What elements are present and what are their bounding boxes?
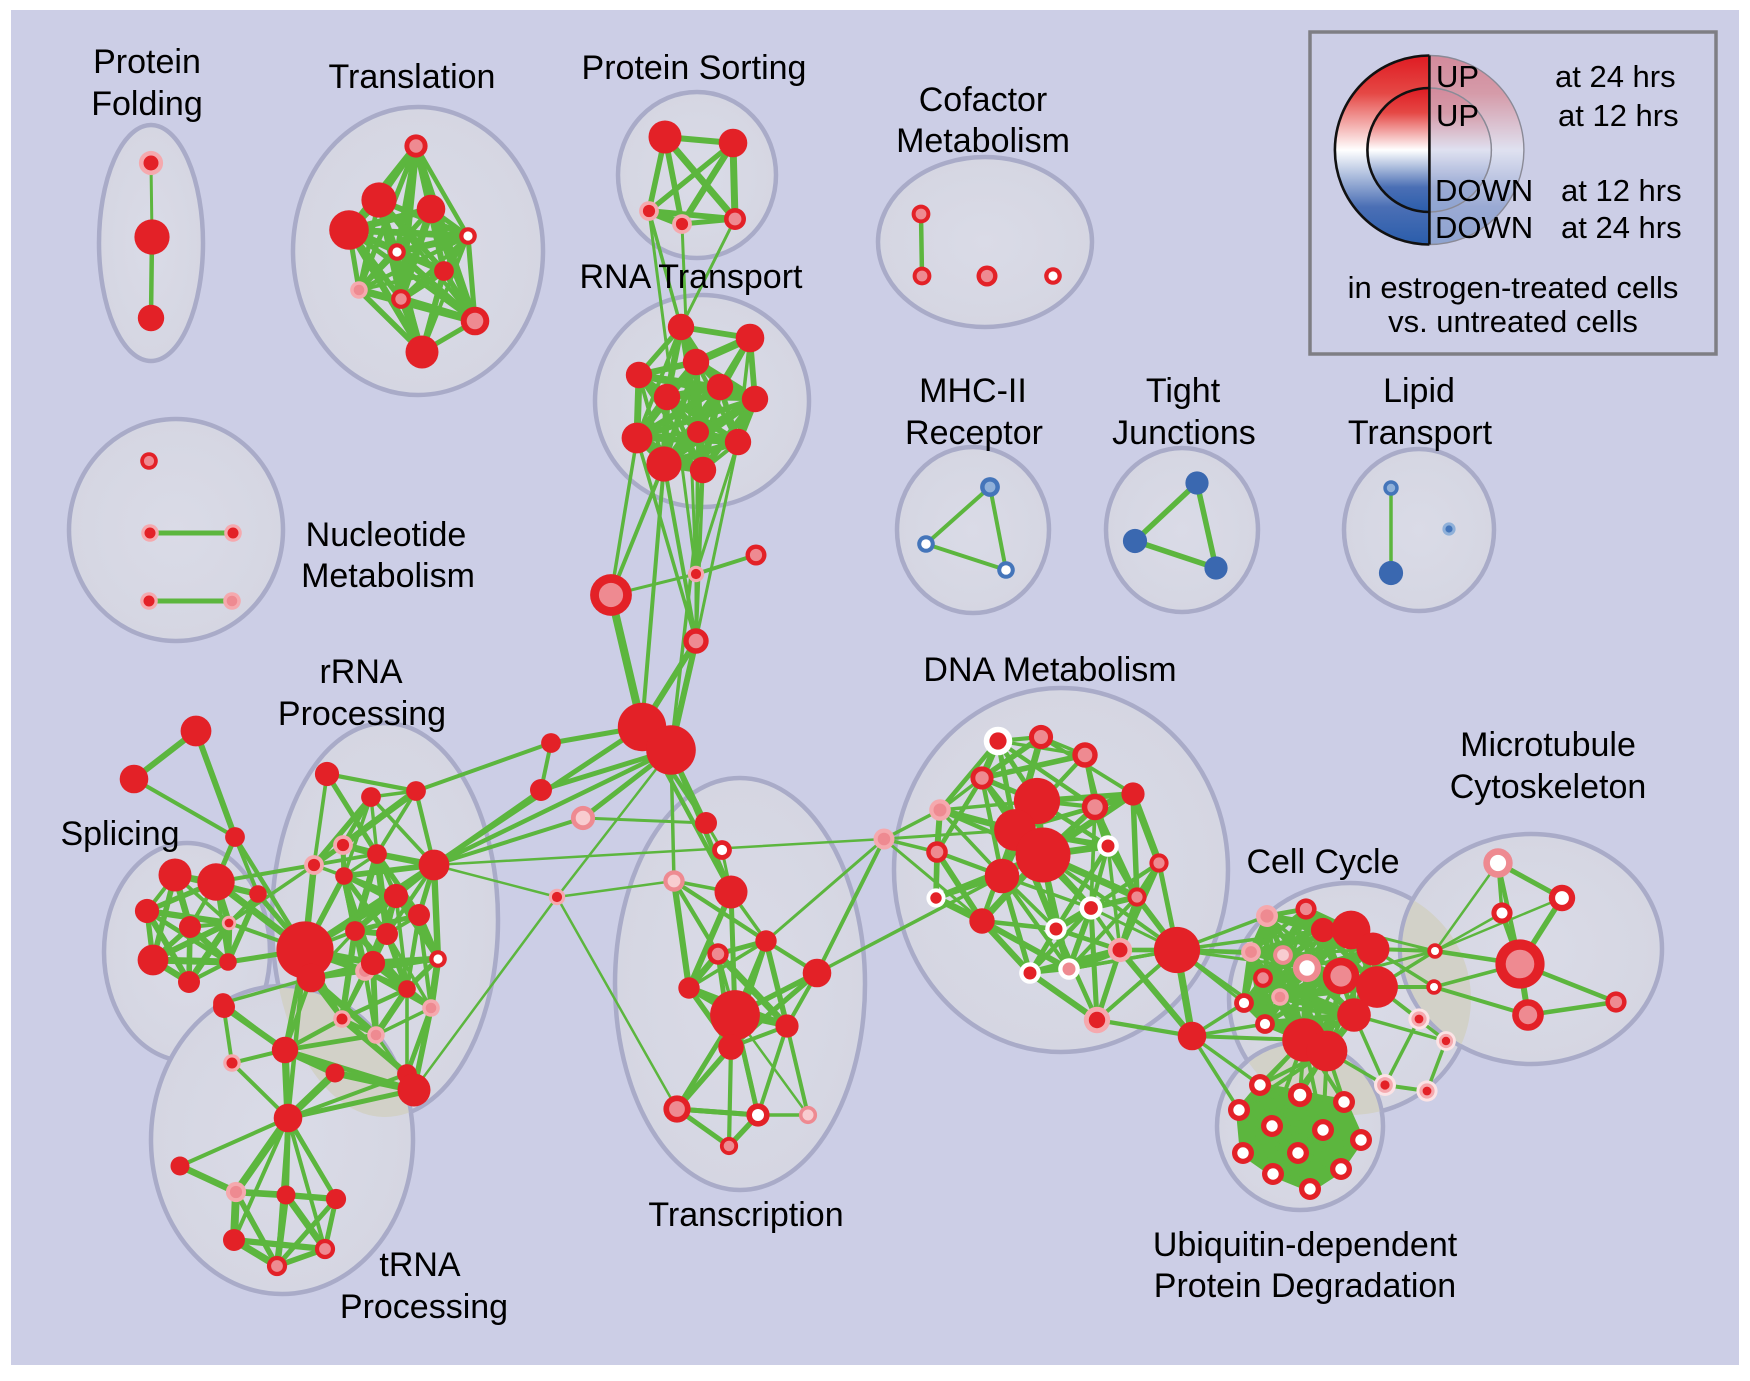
svg-text:RNA Transport: RNA Transport bbox=[580, 258, 804, 296]
svg-text:vs. untreated cells: vs. untreated cells bbox=[1388, 304, 1638, 339]
svg-text:Protein Degradation: Protein Degradation bbox=[1154, 1267, 1456, 1305]
svg-text:UP: UP bbox=[1436, 59, 1479, 94]
svg-text:at 24 hrs: at 24 hrs bbox=[1555, 59, 1676, 94]
svg-text:Cytoskeleton: Cytoskeleton bbox=[1450, 768, 1647, 806]
svg-text:Folding: Folding bbox=[91, 85, 203, 123]
svg-text:Nucleotide: Nucleotide bbox=[306, 516, 467, 554]
svg-text:Metabolism: Metabolism bbox=[301, 557, 475, 595]
svg-text:DOWN: DOWN bbox=[1435, 210, 1533, 245]
svg-text:Tight: Tight bbox=[1146, 372, 1221, 410]
svg-text:Processing: Processing bbox=[340, 1288, 508, 1326]
svg-text:at 12 hrs: at 12 hrs bbox=[1558, 98, 1679, 133]
svg-text:Cofactor: Cofactor bbox=[919, 81, 1048, 119]
svg-text:rRNA: rRNA bbox=[319, 653, 402, 691]
svg-text:Junctions: Junctions bbox=[1112, 414, 1256, 452]
svg-text:Ubiquitin-dependent: Ubiquitin-dependent bbox=[1153, 1226, 1458, 1264]
svg-text:Splicing: Splicing bbox=[60, 815, 179, 853]
svg-text:Transport: Transport bbox=[1348, 414, 1493, 452]
svg-text:at 24 hrs: at 24 hrs bbox=[1561, 210, 1682, 245]
svg-text:in estrogen-treated cells: in estrogen-treated cells bbox=[1348, 270, 1679, 305]
svg-text:DNA Metabolism: DNA Metabolism bbox=[923, 651, 1176, 689]
svg-text:UP: UP bbox=[1436, 98, 1479, 133]
svg-text:Receptor: Receptor bbox=[905, 414, 1043, 452]
svg-text:at 12 hrs: at 12 hrs bbox=[1561, 173, 1682, 208]
svg-text:Metabolism: Metabolism bbox=[896, 122, 1070, 160]
svg-text:Cell Cycle: Cell Cycle bbox=[1246, 843, 1399, 881]
svg-text:tRNA: tRNA bbox=[379, 1246, 461, 1284]
svg-text:Lipid: Lipid bbox=[1383, 372, 1455, 410]
svg-text:Processing: Processing bbox=[278, 695, 446, 733]
svg-text:Microtubule: Microtubule bbox=[1460, 726, 1636, 764]
svg-text:DOWN: DOWN bbox=[1435, 173, 1533, 208]
svg-text:Transcription: Transcription bbox=[648, 1196, 843, 1234]
svg-text:Protein: Protein bbox=[93, 43, 201, 81]
svg-text:MHC-II: MHC-II bbox=[919, 372, 1027, 410]
svg-text:Protein Sorting: Protein Sorting bbox=[582, 49, 807, 87]
svg-text:Translation: Translation bbox=[329, 58, 496, 96]
